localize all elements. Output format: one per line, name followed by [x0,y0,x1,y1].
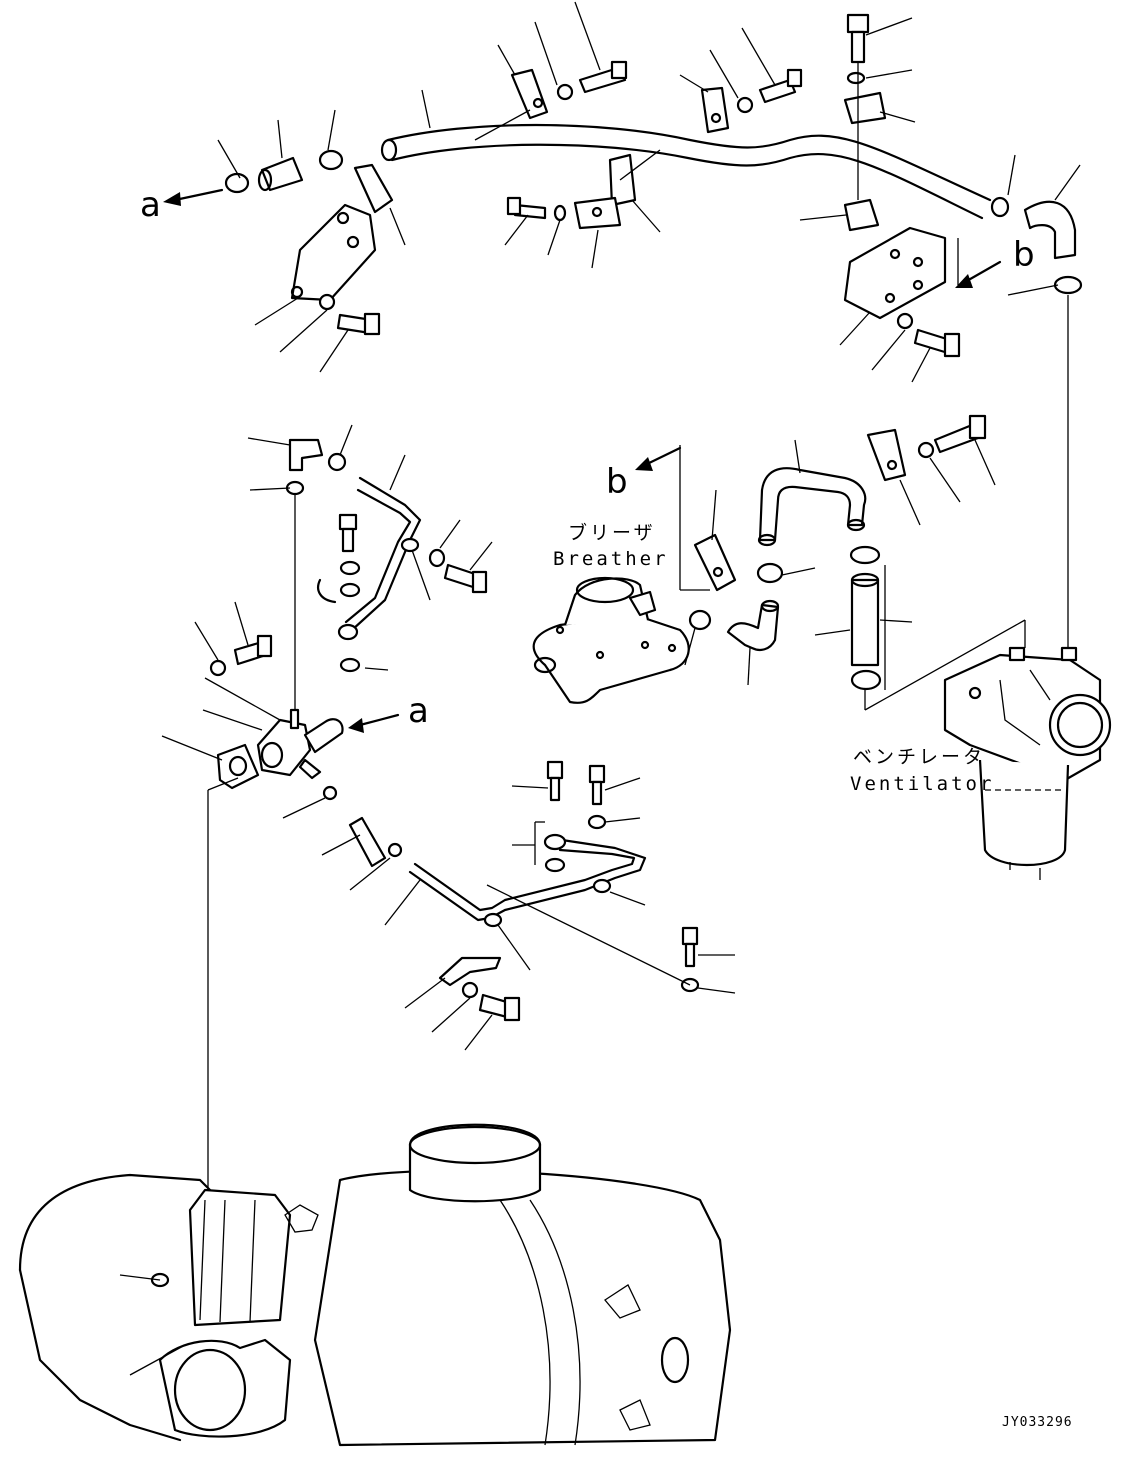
top-clip-brackets [510,68,730,230]
reference-arrows [163,188,1002,733]
middle-left-tube-assembly [209,438,488,715]
top-bolts-washers [318,60,961,358]
ventilator-unit [943,646,1112,880]
ref-label-a-mid: a [408,691,429,731]
top-left-hose-clamps [224,149,344,194]
ventilator-label-en: Ventilator [850,773,995,795]
air-cleaner-assembly [18,1123,732,1447]
top-right-elbow-hose [990,196,1083,650]
breather-label-jp: ブリーザ [568,522,656,544]
ref-label-b-top: b [1013,235,1035,275]
middle-right-hose-set [688,414,987,691]
middle-left-tube-lower [322,760,700,1022]
left-tee-fitting [216,708,344,790]
top-leader-lines [217,1,1081,383]
ref-label-b-mid: b [606,462,628,502]
drawing-code: JY033296 [1002,1415,1073,1430]
ref-label-a-top: a [140,185,161,225]
top-right-bracket [843,13,947,320]
top-left-bracket [290,163,394,302]
top-breather-pipe [380,123,992,220]
middle-left-leader-lines [161,424,736,1200]
breather-label-en: Breather [553,548,669,570]
middle-right-leader-lines [684,439,1026,711]
ventilator-label-jp: ベンチレータ [853,746,986,768]
